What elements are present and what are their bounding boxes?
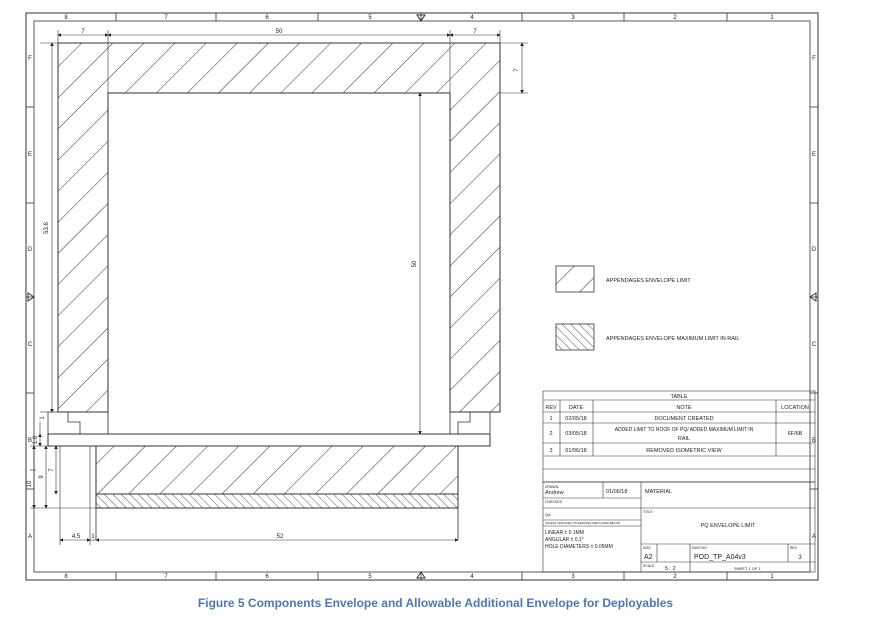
dim-inner-height: 50 (412, 260, 418, 267)
material-label: MATERIAL (645, 489, 672, 495)
dim-top-right: 7 (473, 29, 477, 35)
rev-cell: 01/06/18 (565, 448, 586, 454)
rev-label: REV (790, 546, 798, 550)
dimension-labels: 7 50 7 7 53.6 50 1 1.6 7 9 10 4.5 1 52 (27, 29, 520, 540)
dim-bottom-52: 52 (277, 534, 284, 540)
row-label: D (28, 247, 33, 253)
col-label: 6 (265, 574, 269, 580)
dim-top-left: 7 (81, 29, 85, 35)
row-label: E (28, 152, 32, 158)
envelope-drawing (47, 42, 501, 540)
col-label: 7 (164, 574, 168, 580)
envelope-limit-frame (57, 42, 501, 413)
rail-plate (47, 433, 491, 447)
drawn-by: Andrew (545, 490, 564, 496)
scale-label: SCALE (643, 564, 655, 568)
dim-small-1: 1 (40, 416, 46, 420)
revision-table (542, 390, 816, 483)
dwg-no-label: DWG NO (692, 546, 707, 550)
drawing-title: PQ ENVELOPE LIMIT (701, 523, 756, 529)
dim-bottom-4-5: 4.5 (72, 534, 81, 540)
rev-header-note: NOTE (676, 405, 692, 411)
title-block (542, 481, 816, 573)
rev-header-location: LOCATION (781, 405, 809, 411)
legend: APPENDAGES ENVELOPE LIMIT APPENDAGES ENV… (555, 265, 739, 351)
rev-cell: 3 (549, 448, 552, 454)
rev-table-title: TABLE (670, 394, 687, 400)
rail-maximum-limit (95, 493, 459, 509)
dim-bottom-1: 1 (91, 534, 95, 540)
col-label: 2 (673, 15, 677, 21)
drawn-label: DRAWN (545, 485, 559, 489)
rev-cell: REMOVED ISOMETRIC VIEW (646, 448, 722, 454)
checked-label: CHECKED (545, 500, 563, 504)
rev-cell: 1 (549, 416, 552, 422)
row-label: C (812, 342, 817, 348)
row-label: C (28, 342, 33, 348)
row-label: B (812, 438, 816, 444)
rev-cell: 2 (549, 431, 552, 437)
col-label: 2 (673, 574, 677, 580)
drawing-frame: 8 7 6 5 4 3 2 1 8 7 6 5 4 3 2 1 F E D C … (25, 12, 819, 581)
col-label: 3 (571, 15, 575, 21)
col-label: 6 (265, 15, 269, 21)
tolerance-angular: ANGULAR ± 0.1° (545, 537, 584, 543)
rev-cell: 6F/6B (788, 431, 803, 437)
title-label: TITLE (643, 510, 653, 514)
col-label: 4 (470, 574, 474, 580)
col-label: 5 (368, 15, 372, 21)
tolerance-hole: HOLE DIAMETERS ± 0.05MM (545, 544, 613, 550)
size-label: SIZE (643, 546, 651, 550)
legend-label-envelope: APPENDAGES ENVELOPE LIMIT (606, 278, 691, 284)
dim-small-1-6: 1.6 (33, 435, 39, 444)
col-label: 4 (470, 15, 474, 21)
col-label: 1 (770, 15, 774, 21)
revision-number: 3 (798, 555, 802, 561)
dim-left-height: 53.6 (44, 222, 50, 234)
rev-cell: 02/05/18 (565, 416, 586, 422)
drawing-scale: 5 : 2 (665, 566, 676, 572)
rev-header-rev: REV (545, 405, 557, 411)
dim-small-10: 10 (27, 480, 33, 487)
legend-swatch-rail (555, 323, 595, 351)
dim-small-9: 9 (39, 475, 45, 479)
drawing-sheet: 8 7 6 5 4 3 2 1 8 7 6 5 4 3 2 1 F E D C … (25, 12, 819, 581)
col-label: 1 (770, 574, 774, 580)
qa-label: QA (545, 512, 551, 517)
col-label: 8 (64, 574, 68, 580)
sheet-number: SHEET 1 OF 1 (734, 566, 761, 571)
rev-header-date: DATE (569, 405, 584, 411)
col-label: 7 (164, 15, 168, 21)
dim-top-mid: 50 (276, 29, 283, 35)
lower-envelope (95, 445, 459, 495)
figure-caption: Figure 5 Components Envelope and Allowab… (197, 596, 674, 610)
legend-swatch-envelope (555, 265, 595, 293)
row-label: A (28, 534, 32, 540)
rev-cell: ADDED LIMIT TO ROOF OF PQ/ ADDED MAXIMUM… (615, 427, 754, 433)
col-label: 3 (571, 574, 575, 580)
row-label: D (812, 247, 817, 253)
row-label: F (812, 56, 816, 62)
rev-cell: DOCUMENT CREATED (654, 416, 713, 422)
dim-small-7: 7 (49, 468, 55, 472)
drawn-date: 01/06/18 (606, 489, 627, 495)
drawing-number: POD_TP_A04v3 (694, 554, 746, 561)
tolerance-linear: LINEAR ± 0.1MM (545, 530, 584, 536)
row-label: F (28, 56, 32, 62)
row-label: E (812, 152, 816, 158)
rev-cell: RAIL (678, 436, 690, 442)
col-label: 8 (64, 15, 68, 21)
tolerance-note: UNLESS SPECIFIED TOLERANCES ARE STATED B… (545, 521, 620, 525)
legend-label-rail: APPENDAGES ENVELOPE MAXIMUM LIMIT IN RAI… (606, 336, 739, 342)
dim-right-top: 7 (514, 68, 520, 72)
sheet-size: A2 (644, 554, 653, 561)
col-label: 5 (368, 574, 372, 580)
rev-cell: 03/05/18 (565, 431, 586, 437)
row-label: B (28, 438, 32, 444)
row-label: A (812, 534, 816, 540)
dimensions (30, 30, 528, 545)
